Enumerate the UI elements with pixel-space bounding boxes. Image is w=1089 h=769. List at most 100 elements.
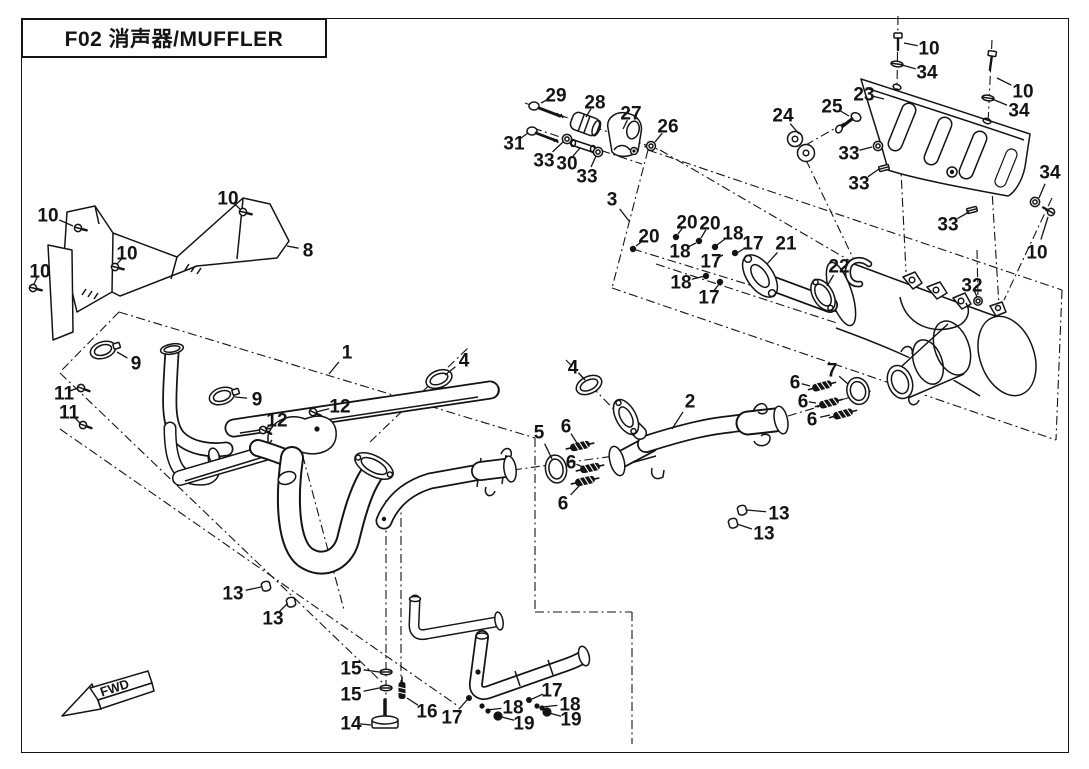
- bolt-10-top2: [987, 49, 998, 72]
- leader-line: [278, 603, 288, 613]
- part-callout-13: 13: [262, 609, 283, 630]
- leader-line: [901, 64, 916, 70]
- part-callout-18: 18: [722, 224, 743, 245]
- part-callout-17: 17: [742, 234, 763, 255]
- bottom-heat-shield-pipes: [408, 594, 591, 700]
- part-callout-17: 17: [698, 288, 719, 309]
- leader-line: [552, 141, 564, 153]
- part-callout-19: 19: [560, 710, 581, 731]
- leader-line: [531, 693, 544, 700]
- nut-26: [644, 140, 657, 152]
- part-callout-33: 33: [838, 144, 859, 165]
- part-callout-18: 18: [670, 273, 691, 294]
- leader-line: [838, 375, 849, 385]
- part-callout-3: 3: [607, 190, 618, 211]
- leader-line: [766, 252, 778, 265]
- leader-line: [746, 509, 767, 513]
- bushing-28: [569, 111, 602, 137]
- part-callout-14: 14: [340, 714, 362, 735]
- top-fasteners: [872, 32, 1058, 219]
- part-callout-30: 30: [556, 154, 577, 175]
- washer-34a: [889, 59, 905, 69]
- leader-line: [585, 108, 592, 118]
- part-callout-16: 16: [416, 702, 437, 723]
- leader-line: [736, 246, 747, 254]
- part-callout-25: 25: [821, 97, 843, 118]
- inlet-joint-parts: [741, 254, 838, 313]
- part-callout-11: 11: [59, 403, 80, 424]
- leader-line: [700, 229, 707, 239]
- leader-line: [872, 95, 885, 100]
- nut-13a: [260, 579, 273, 593]
- part-callout-29: 29: [545, 86, 566, 107]
- leader-line: [544, 443, 553, 460]
- rubber-mount-24: [786, 130, 816, 163]
- bolt-29: [528, 101, 564, 119]
- part-callout-1: 1: [342, 343, 353, 364]
- leader-line: [570, 433, 578, 444]
- leader-line: [540, 98, 550, 104]
- part-callout-4: 4: [459, 351, 470, 372]
- fwd-arrow: FWD: [61, 670, 155, 717]
- part-callout-9: 9: [131, 354, 142, 375]
- leader-line: [572, 147, 581, 157]
- part-callout-15: 15: [340, 659, 362, 680]
- part-callout-28: 28: [584, 93, 605, 114]
- clamp-ring-9b: [206, 382, 242, 409]
- part-callout-31: 31: [503, 134, 525, 155]
- leader-line: [577, 372, 586, 381]
- leader-line: [315, 408, 330, 413]
- part-callout-10: 10: [1012, 82, 1033, 103]
- bottom-hanger-parts: [371, 668, 407, 729]
- bolt-31: [526, 126, 559, 144]
- part-callout-12: 12: [266, 411, 287, 432]
- bolt-11b: [77, 419, 94, 433]
- part-callout-20: 20: [676, 213, 697, 234]
- part-callout-13: 13: [768, 504, 789, 525]
- leader-line: [691, 275, 706, 280]
- leader-line: [519, 132, 529, 140]
- part-callout-5: 5: [534, 423, 545, 444]
- part-callout-6: 6: [566, 453, 577, 474]
- leader-line: [363, 687, 380, 692]
- part-callout-4: 4: [568, 358, 579, 379]
- leader-line: [232, 202, 241, 210]
- leader-line: [819, 414, 831, 418]
- part-callout-17: 17: [700, 252, 721, 273]
- leader-line: [590, 155, 597, 168]
- leader-line: [359, 723, 372, 726]
- part-callout-20: 20: [638, 227, 659, 248]
- part-callout-12: 12: [329, 397, 350, 418]
- spring-16: [397, 676, 407, 699]
- leader-line: [859, 146, 873, 151]
- leader-line: [328, 361, 340, 375]
- leader-line: [570, 484, 581, 496]
- part-callout-6: 6: [561, 417, 572, 438]
- bolt-11a: [75, 382, 92, 396]
- leader-line: [286, 245, 299, 249]
- leader-line: [33, 276, 38, 285]
- part-callout-6: 6: [558, 494, 569, 515]
- part-callout-17: 17: [541, 681, 562, 702]
- leader-line: [234, 396, 248, 399]
- heat-shield-upper: [860, 78, 1031, 197]
- leader-line: [70, 387, 79, 392]
- leader-line: [576, 463, 584, 468]
- part-callout-34: 34: [916, 63, 938, 84]
- leader-line: [622, 119, 628, 130]
- spacer-30: [569, 138, 597, 154]
- washer-34c: [1029, 196, 1041, 208]
- part-callout-26: 26: [657, 117, 678, 138]
- clamp-ring-9a: [87, 336, 123, 363]
- leader-line: [406, 697, 419, 706]
- washer-34b: [980, 93, 996, 103]
- page-border: [21, 18, 1069, 753]
- clamp-27: [607, 111, 643, 158]
- leader-line: [991, 98, 1008, 106]
- leader-line: [116, 257, 123, 265]
- part-callout-20: 20: [699, 214, 720, 235]
- part-callout-17: 17: [441, 708, 462, 729]
